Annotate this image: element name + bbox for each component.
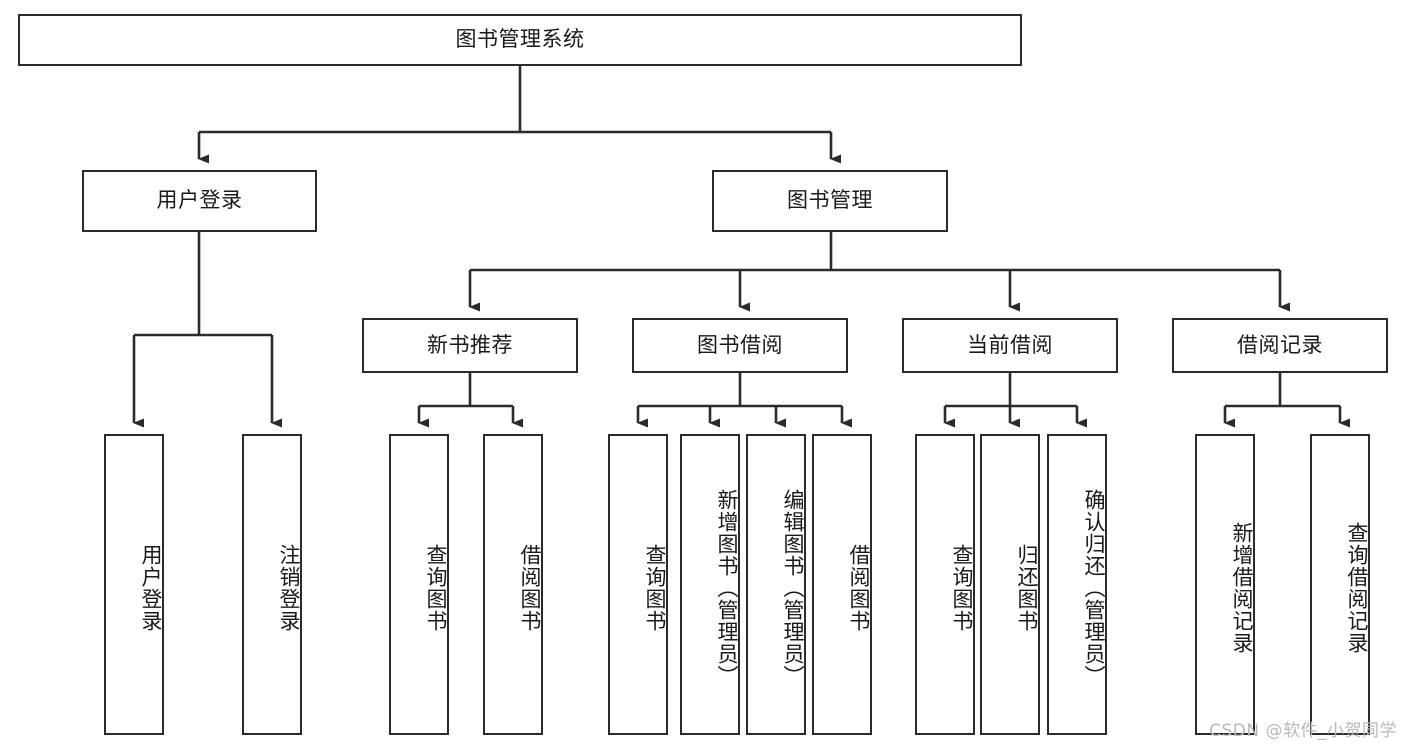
node-label: 查询图书 [643, 543, 667, 632]
node-leaf-query-book-2[interactable]: 查询图书 [608, 434, 668, 735]
node-label: 确认归还（管理员） [1082, 488, 1106, 687]
node-leaf-edit-book[interactable]: 编辑图书（管理员） [746, 434, 806, 735]
node-leaf-query-book-3[interactable]: 查询图书 [915, 434, 975, 735]
node-user-login[interactable]: 用户登录 [82, 170, 317, 232]
node-root-system[interactable]: 图书管理系统 [18, 14, 1022, 66]
node-label: 查询借阅记录 [1345, 521, 1369, 654]
node-label: 图书管理系统 [455, 27, 585, 52]
node-label: 用户登录 [156, 188, 243, 213]
node-borrow-record[interactable]: 借阅记录 [1172, 318, 1388, 373]
node-label: 编辑图书（管理员） [781, 488, 805, 687]
node-label: 借阅图书 [518, 543, 542, 632]
node-leaf-query-record[interactable]: 查询借阅记录 [1310, 434, 1370, 735]
node-label: 新增借阅记录 [1230, 521, 1254, 654]
watermark: CSDN @软件_小贺同学 [1209, 721, 1397, 741]
node-label: 归还图书 [1015, 543, 1039, 632]
node-label: 图书借阅 [697, 332, 783, 357]
node-label: 注销登录 [277, 543, 301, 632]
node-label: 新书推荐 [427, 332, 513, 357]
node-label: 当前借阅 [967, 332, 1053, 357]
node-label: 新增图书（管理员） [715, 488, 739, 687]
node-label: 图书管理 [787, 188, 873, 213]
node-leaf-logout-login[interactable]: 注销登录 [242, 434, 302, 735]
node-leaf-borrow-book-1[interactable]: 借阅图书 [483, 434, 543, 735]
node-leaf-user-login[interactable]: 用户登录 [104, 434, 164, 735]
node-leaf-return-book[interactable]: 归还图书 [980, 434, 1040, 735]
node-label: 借阅记录 [1237, 332, 1323, 357]
node-label: 查询图书 [424, 543, 448, 632]
node-new-book-recommend[interactable]: 新书推荐 [362, 318, 578, 373]
node-label: 借阅图书 [847, 543, 871, 632]
node-book-management[interactable]: 图书管理 [712, 170, 948, 232]
node-book-borrow[interactable]: 图书借阅 [632, 318, 848, 373]
node-label: 查询图书 [950, 543, 974, 632]
node-current-borrow[interactable]: 当前借阅 [902, 318, 1118, 373]
node-leaf-confirm-return[interactable]: 确认归还（管理员） [1047, 434, 1107, 735]
node-leaf-borrow-book-2[interactable]: 借阅图书 [812, 434, 872, 735]
node-leaf-add-book[interactable]: 新增图书（管理员） [680, 434, 740, 735]
node-label: 用户登录 [139, 543, 163, 632]
node-leaf-query-book-1[interactable]: 查询图书 [389, 434, 449, 735]
node-leaf-add-record[interactable]: 新增借阅记录 [1195, 434, 1255, 735]
